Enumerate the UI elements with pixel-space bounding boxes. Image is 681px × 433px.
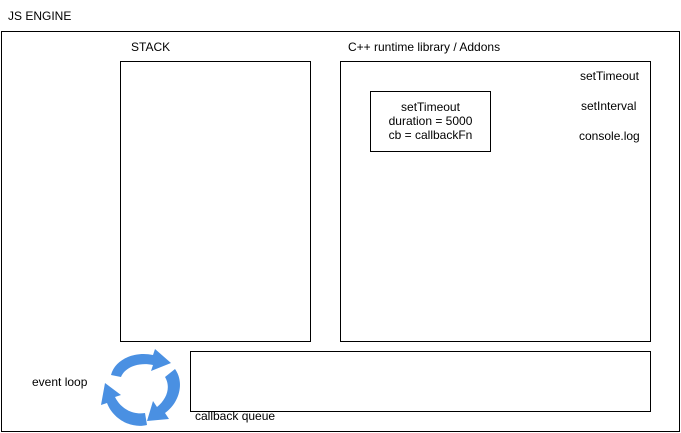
- stack-title: STACK: [131, 40, 171, 54]
- timer-box: [370, 91, 491, 152]
- callback-queue-label: callback queue: [195, 409, 276, 423]
- event-loop-label: event loop: [32, 375, 88, 389]
- api-console-log: console.log: [579, 129, 640, 143]
- timer-box-text: setTimeout duration = 5000 cb = callback…: [370, 100, 491, 142]
- callback-queue-box: [190, 351, 651, 412]
- engine-title: JS ENGINE: [8, 9, 72, 23]
- runtime-title: C++ runtime library / Addons: [348, 40, 501, 54]
- timer-box-line-callback: cb = callbackFn: [388, 128, 473, 142]
- timer-box-line-fn: setTimeout: [401, 100, 460, 114]
- timer-box-line-duration: duration = 5000: [388, 114, 473, 128]
- api-setinterval: setInterval: [581, 99, 637, 113]
- cycle-arrows-icon: [101, 349, 180, 426]
- api-settimeout: setTimeout: [580, 69, 639, 83]
- stack-box: [120, 61, 311, 342]
